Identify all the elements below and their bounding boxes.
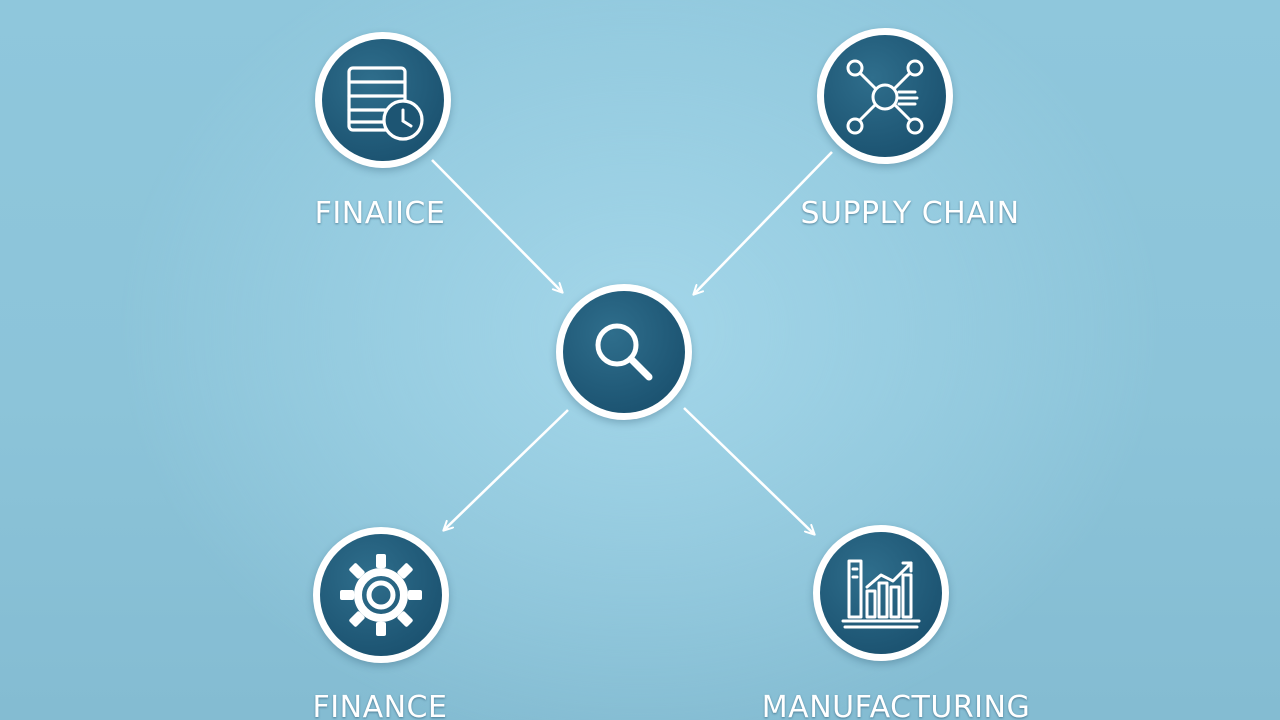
label-finance-top: FINAIICE	[314, 196, 446, 231]
network-hub-icon	[846, 59, 924, 135]
node-finance-top[interactable]	[315, 32, 451, 168]
node-supply-chain[interactable]	[817, 28, 953, 164]
label-finance-bottom: FINANCE	[312, 690, 448, 720]
arrow-center-to-manufacturing	[683, 407, 814, 534]
magnifier-icon	[595, 323, 653, 381]
node-finance-bottom[interactable]	[313, 527, 449, 663]
label-supply-chain: SUPPLY CHAIN	[800, 196, 1020, 231]
ledger-clock-icon	[347, 66, 424, 141]
gear-icon	[340, 554, 422, 636]
node-manufacturing[interactable]	[813, 525, 949, 661]
arrow-supply-chain-to-center	[694, 151, 833, 294]
factory-chart-icon	[841, 559, 921, 629]
arrow-center-to-finance	[444, 409, 569, 530]
arrow-finance-to-center	[431, 159, 562, 292]
label-manufacturing: MANUFACTURING	[761, 690, 1031, 720]
node-center-search[interactable]	[556, 284, 692, 420]
